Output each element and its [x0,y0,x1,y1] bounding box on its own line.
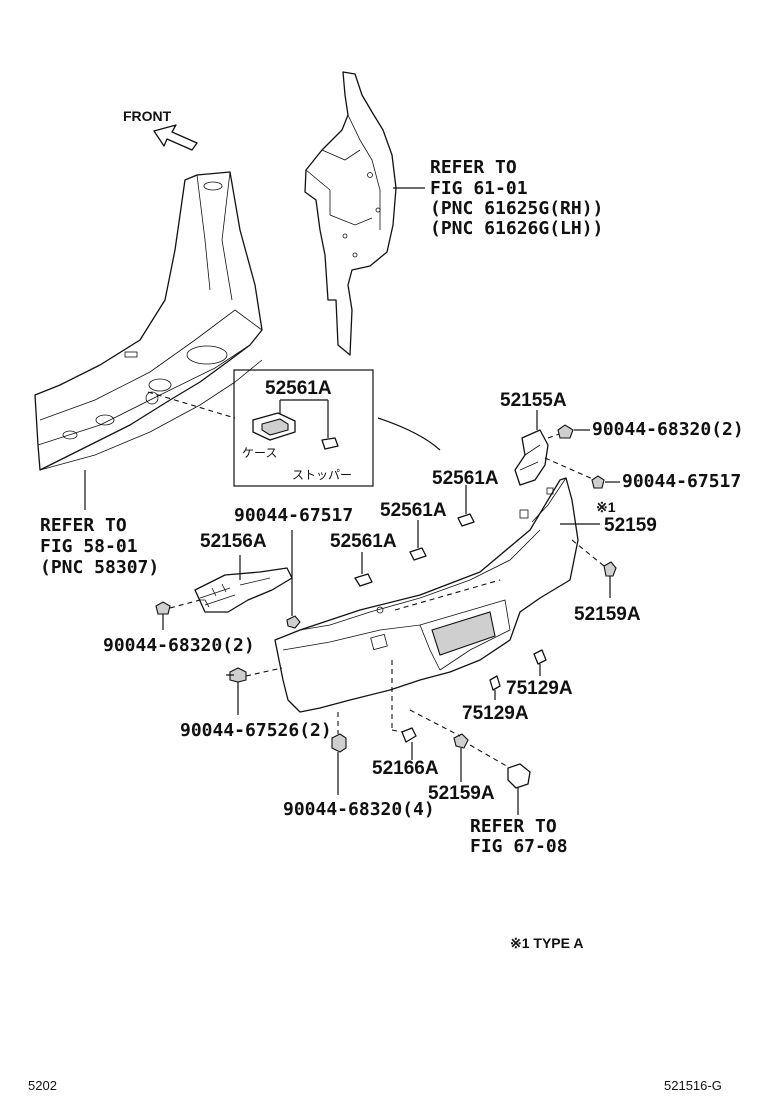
fastener-52159A-right [571,539,617,598]
label-52159A-bottom: 52159A [428,783,495,804]
refer-left-line-1: REFER TO [40,515,127,536]
body-structure [34,171,263,510]
fastener-52159A-bottom [409,709,511,782]
bracket-52156A [169,555,293,613]
screw-left [286,530,301,629]
front-label: FRONT [123,108,172,124]
label-52561A-c: 52561A [330,531,397,552]
bumper-cover [274,477,600,713]
refer-bottom-line-1: REFER TO [470,816,557,837]
refer-left-line-3: (PNC 58307) [40,557,159,578]
bolt-90044-67526 [226,667,283,715]
front-arrow: FRONT [123,108,198,151]
label-90044-67517-left: 90044-67517 [234,505,353,526]
refer-left: REFER TO FIG 58-01 (PNC 58307) [40,515,159,578]
label-90044-67526-2: 90044-67526(2) [180,720,332,741]
part-75129A [489,649,547,700]
bracket-52155A [514,410,596,486]
label-75129A-b: 75129A [462,703,529,724]
label-52561A-a: 52561A [432,468,499,489]
clips-52561A [354,485,475,587]
inset-box: 52561A ケース ストッパー [233,369,374,487]
quarter-panel-inner [304,71,425,356]
label-52159A-right: 52159A [574,604,641,625]
part-52166A [391,660,417,760]
label-52156A: 52156A [200,531,267,552]
label-90044-68320-2-left: 90044-68320(2) [103,635,255,656]
refer-top-line-3: (PNC 61625G(RH)) [430,198,603,219]
note-type-a: ※1 TYPE A [510,935,583,951]
stopper-label: ストッパー [292,468,352,482]
note-mark: ※1 [596,499,616,515]
refer-bottom: REFER TO FIG 67-08 [470,816,568,857]
refer-bottom-line-2: FIG 67-08 [470,836,568,857]
footer-left: 5202 [28,1078,57,1093]
label-52155A: 52155A [500,390,567,411]
refer-top-line-4: (PNC 61626G(LH)) [430,218,603,239]
refer-top-line-2: FIG 61-01 [430,178,528,199]
label-90044-67517-right: 90044-67517 [622,471,741,492]
label-75129A-a: 75129A [506,678,573,699]
lamp-part [507,763,531,815]
refer-top: REFER TO FIG 61-01 (PNC 61625G(RH)) (PNC… [430,157,603,239]
bolt-top-right [557,424,620,489]
refer-top-line-1: REFER TO [430,157,517,178]
footer-right: 521516-G [664,1078,722,1093]
case-label: ケース [242,446,277,460]
label-90044-68320-2-top: 90044-68320(2) [592,419,744,440]
front-arrow-icon [153,124,198,151]
bolt-left [155,601,171,630]
label-52166A: 52166A [372,758,439,779]
label-90044-68320-4: 90044-68320(4) [283,799,435,820]
label-52159: 52159 [604,515,657,536]
bolt-90044-68320-4 [331,712,347,795]
inset-frame [233,369,374,487]
label-52561A-b: 52561A [380,500,447,521]
inset-part-number: 52561A [265,378,332,399]
refer-left-line-2: FIG 58-01 [40,536,138,557]
